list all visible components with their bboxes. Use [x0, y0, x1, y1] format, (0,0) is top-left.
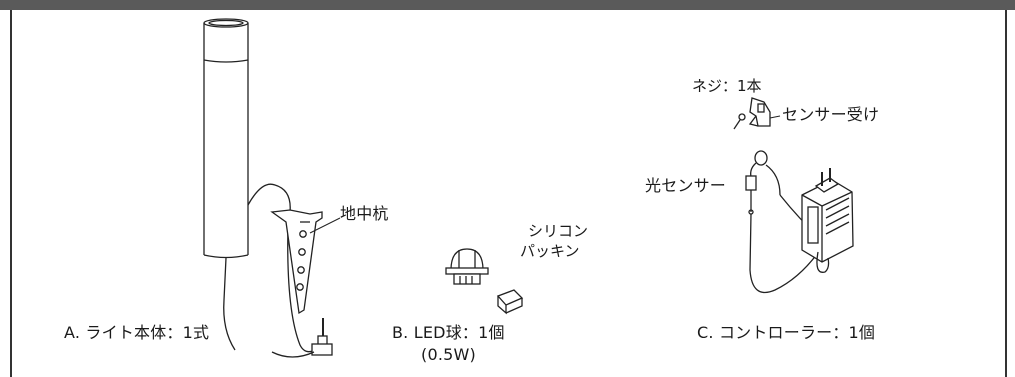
frame-right-border	[1005, 10, 1007, 377]
light-body-illustration	[203, 18, 316, 353]
packing-label-line1: シリコン	[528, 222, 589, 240]
screw-illustration	[733, 113, 746, 130]
light-body-caption: A. ライト本体：1式	[64, 323, 210, 342]
connector-plug-illustration	[271, 318, 333, 358]
ground-stake-illustration	[270, 209, 341, 315]
screw-label: ネジ：1本	[692, 77, 762, 95]
led-bulb-caption: B. LED球：1個	[392, 323, 505, 342]
controller-caption: C. コントローラー：1個	[697, 323, 876, 342]
controller-adapter-illustration	[801, 168, 854, 273]
light-sensor-label: 光センサー	[645, 176, 727, 195]
ground-stake-label: 地中杭	[340, 204, 389, 223]
packing-label-line2: パッキン	[520, 242, 580, 260]
led-bulb-wattage: (0.5W)	[421, 345, 476, 364]
led-bulb-illustration	[445, 248, 489, 285]
frame-left-border	[10, 10, 12, 377]
silicone-packing-illustration	[496, 289, 524, 315]
header-bar	[0, 0, 1015, 10]
sensor-bracket-label: センサー受け	[782, 105, 880, 124]
sensor-bracket-illustration	[748, 97, 781, 127]
